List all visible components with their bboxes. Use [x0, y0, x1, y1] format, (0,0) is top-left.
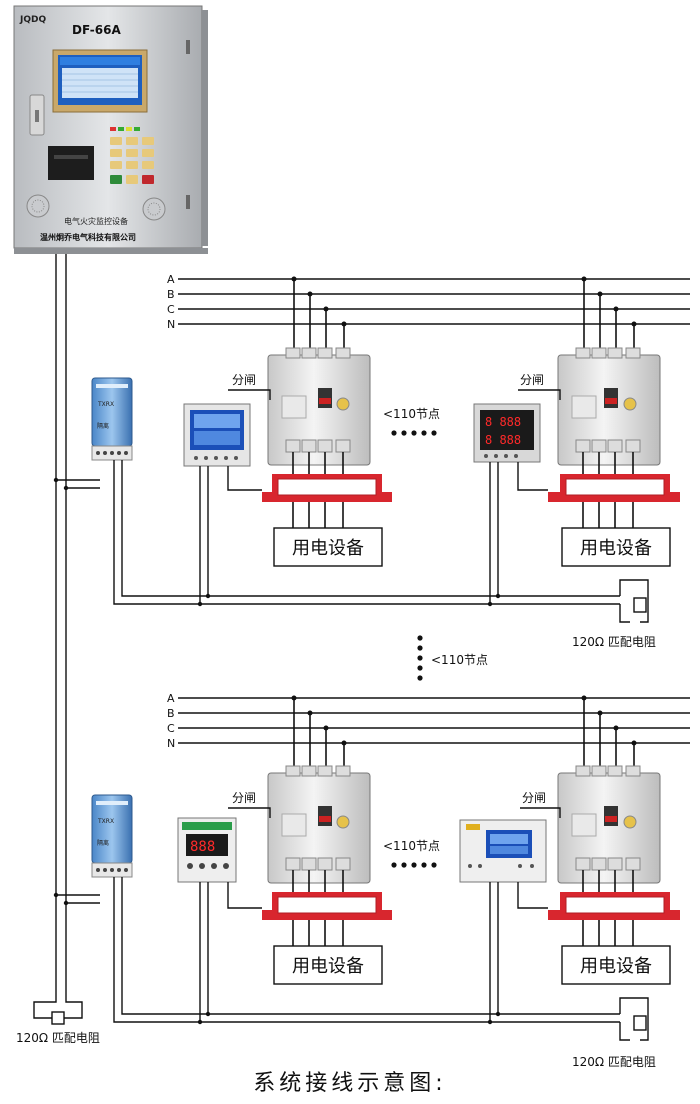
termination-resistor-left [33, 996, 83, 1025]
svg-text:隔离: 隔离 [97, 839, 109, 847]
current-transformer-1 [262, 474, 392, 502]
resistor-label-2: 120Ω 匹配电阻 [572, 1055, 656, 1069]
branch-label-4: 分闸 [522, 791, 546, 805]
printer-slot [48, 146, 94, 180]
rs485-trunk [55, 254, 100, 996]
circuit-breaker-4 [557, 765, 661, 884]
resistor-label-1: 120Ω 匹配电阻 [572, 635, 656, 649]
circuit-breaker-2 [557, 347, 661, 466]
resistor-label-left: 120Ω 匹配电阻 [16, 1031, 100, 1045]
load-device-3 [273, 945, 383, 985]
bus-bars-bottom [178, 697, 690, 744]
diagram-title: 系统接线示意图: [253, 1071, 446, 1096]
cabinet-company: 温州炯乔电气科技有限公司 [40, 232, 136, 242]
detector-meter-2: 8 888 8 888 [473, 403, 541, 463]
bus-label-n: N [167, 318, 175, 331]
cabinet-model: DF-66A [72, 23, 121, 37]
monitor-cabinet: JQDQ DF-66A 电气火灾监控设备 温州炯乔电气科技有限 [13, 5, 208, 254]
load-device-1 [273, 527, 383, 567]
termination-resistor-1 [633, 597, 647, 613]
load-device-4-label: 用电设备 [580, 956, 652, 977]
ellipsis-dots-vertical [417, 635, 423, 681]
svg-text:TXRX: TXRX [97, 818, 114, 825]
bus-label-b: B [167, 288, 175, 301]
load-device-2-label: 用电设备 [580, 538, 652, 559]
load-device-1-label: 用电设备 [292, 538, 364, 559]
svg-text:8 888: 8 888 [485, 415, 521, 429]
keypad [110, 127, 154, 184]
branch-label-1: 分闸 [232, 373, 256, 387]
load-device-4 [561, 945, 671, 985]
circuit-breaker-1 [267, 347, 371, 466]
branch-label-2: 分闸 [520, 373, 544, 387]
cabinet-brand: JQDQ [19, 15, 46, 25]
ellipsis-dots-1 [391, 430, 437, 436]
svg-text:888: 888 [190, 839, 215, 855]
detector-meter-1 [183, 403, 251, 467]
bus-bars-top [178, 278, 690, 325]
current-transformer-3 [262, 892, 392, 920]
nodes-label-middle: <110节点 [431, 653, 488, 667]
load-device-3-label: 用电设备 [292, 956, 364, 977]
rs485-converter-2: TXRX 隔离 [91, 794, 133, 878]
bus-label-c-2: C [167, 722, 175, 735]
load-device-2 [561, 527, 671, 567]
branch-label-3: 分闸 [232, 791, 256, 805]
rs485-converter-1: TXRX 隔离 [91, 377, 133, 461]
bus-label-a-2: A [167, 692, 175, 705]
ellipsis-dots-2 [391, 862, 437, 868]
nodes-label-2: <110节点 [383, 839, 440, 853]
svg-text:8 888: 8 888 [485, 433, 521, 447]
detector-meter-4 [459, 819, 547, 883]
current-transformer-2 [548, 474, 680, 502]
detector-meter-3: 888 [177, 817, 237, 883]
svg-text:隔离: 隔离 [97, 422, 109, 430]
circuit-breaker-3 [267, 765, 371, 884]
cabinet-name: 电气火灾监控设备 [64, 216, 128, 226]
bus-label-n-2: N [167, 737, 175, 750]
bus-label-a: A [167, 273, 175, 286]
nodes-label-1: <110节点 [383, 407, 440, 421]
svg-text:TXRX: TXRX [97, 401, 114, 408]
bus-label-b-2: B [167, 707, 175, 720]
current-transformer-4 [548, 892, 680, 920]
speaker-right-icon [142, 197, 166, 221]
termination-resistor-2 [633, 1015, 647, 1031]
bus-label-c: C [167, 303, 175, 316]
speaker-left-icon [26, 194, 50, 218]
